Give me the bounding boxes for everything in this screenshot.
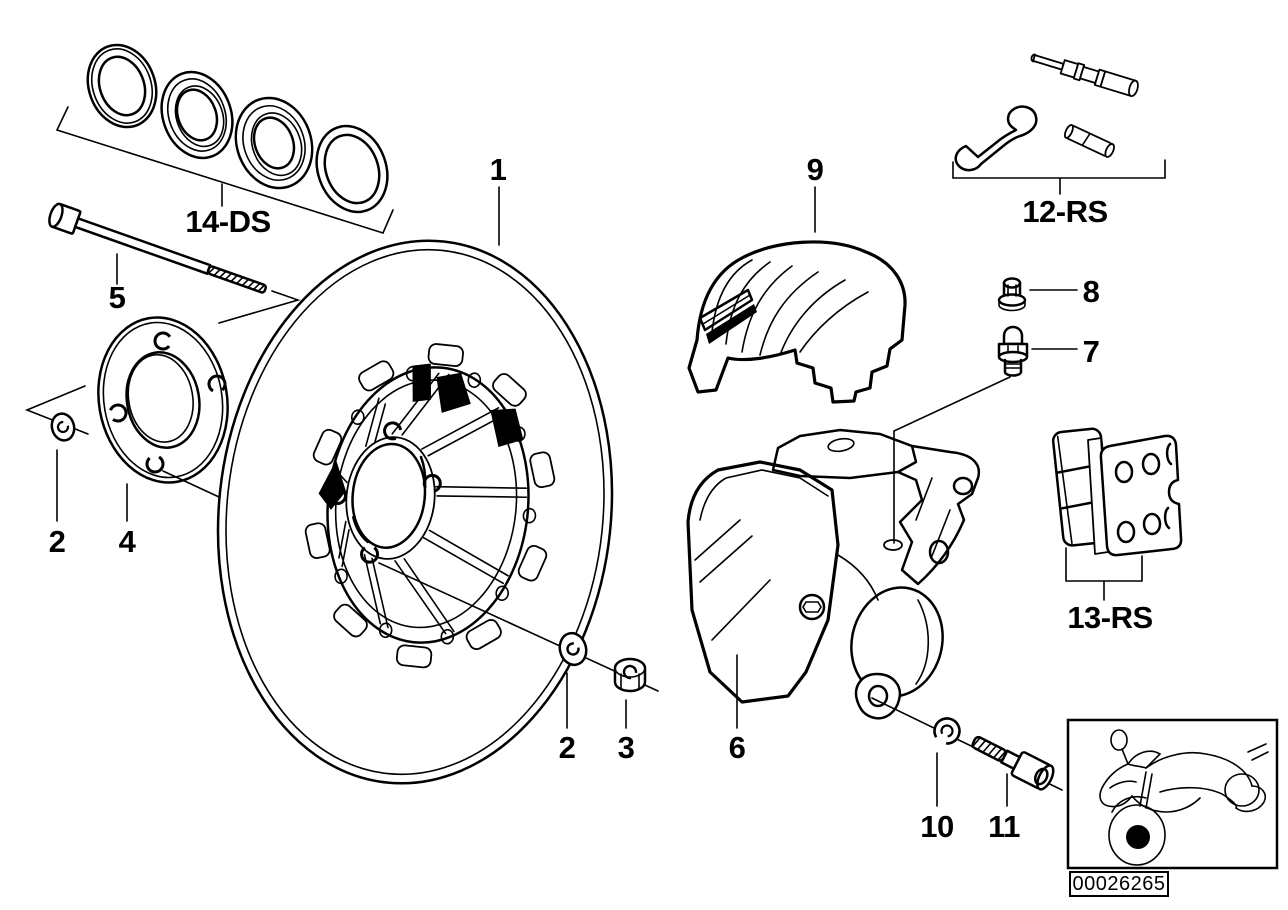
repair-kit-tools bbox=[954, 53, 1139, 172]
label-6: 6 bbox=[729, 730, 746, 765]
lock-washer bbox=[933, 717, 961, 745]
label-10: 10 bbox=[920, 809, 953, 844]
label-13-RS: 13-RS bbox=[1067, 600, 1152, 635]
brake-caliper bbox=[686, 428, 981, 720]
pin-punch-tool bbox=[1030, 53, 1139, 98]
brake-pad-set bbox=[1051, 427, 1183, 557]
caliper-cover bbox=[687, 240, 907, 404]
part-location-dot bbox=[1126, 825, 1150, 849]
label-8: 8 bbox=[1083, 274, 1100, 309]
repair-kit-bracket bbox=[952, 159, 1166, 195]
plate-number-box: 00026265 bbox=[1069, 871, 1169, 897]
hex-nut bbox=[613, 657, 647, 693]
seal-ring-set bbox=[86, 43, 389, 214]
washer-mid bbox=[558, 631, 588, 667]
valve-mount-line bbox=[893, 376, 1011, 544]
pad-set-bracket bbox=[1065, 547, 1143, 601]
brake-disc bbox=[216, 239, 614, 785]
motorcycle-thumbnail bbox=[1066, 718, 1279, 870]
socket-head-bolt bbox=[971, 735, 1055, 791]
washer-left bbox=[50, 412, 76, 442]
label-14-DS: 14-DS bbox=[185, 204, 270, 239]
label-9: 9 bbox=[807, 152, 824, 187]
sleeve-pin bbox=[1063, 124, 1115, 158]
long-bolt bbox=[48, 202, 267, 294]
label-12-RS: 12-RS bbox=[1022, 194, 1107, 229]
mounting-flange bbox=[97, 316, 229, 484]
bolt-axis-arrow bbox=[218, 290, 301, 324]
label-1: 1 bbox=[490, 152, 507, 187]
stud-axis-line bbox=[378, 562, 659, 692]
label-4: 4 bbox=[119, 524, 137, 559]
label-7: 7 bbox=[1083, 334, 1100, 369]
seal-set-bracket bbox=[55, 106, 394, 234]
bleed-valve bbox=[997, 325, 1029, 377]
label-3: 3 bbox=[618, 730, 635, 765]
label-2-mid: 2 bbox=[559, 730, 576, 765]
label-11: 11 bbox=[988, 809, 1020, 844]
disc-hub bbox=[304, 343, 556, 669]
pad-lever-tool bbox=[954, 105, 1038, 172]
label-5: 5 bbox=[109, 280, 126, 315]
flange-to-disc-line bbox=[162, 470, 220, 498]
label-2-left: 2 bbox=[49, 524, 66, 559]
dust-cap bbox=[997, 277, 1027, 312]
plate-number: 00026265 bbox=[1073, 873, 1166, 895]
